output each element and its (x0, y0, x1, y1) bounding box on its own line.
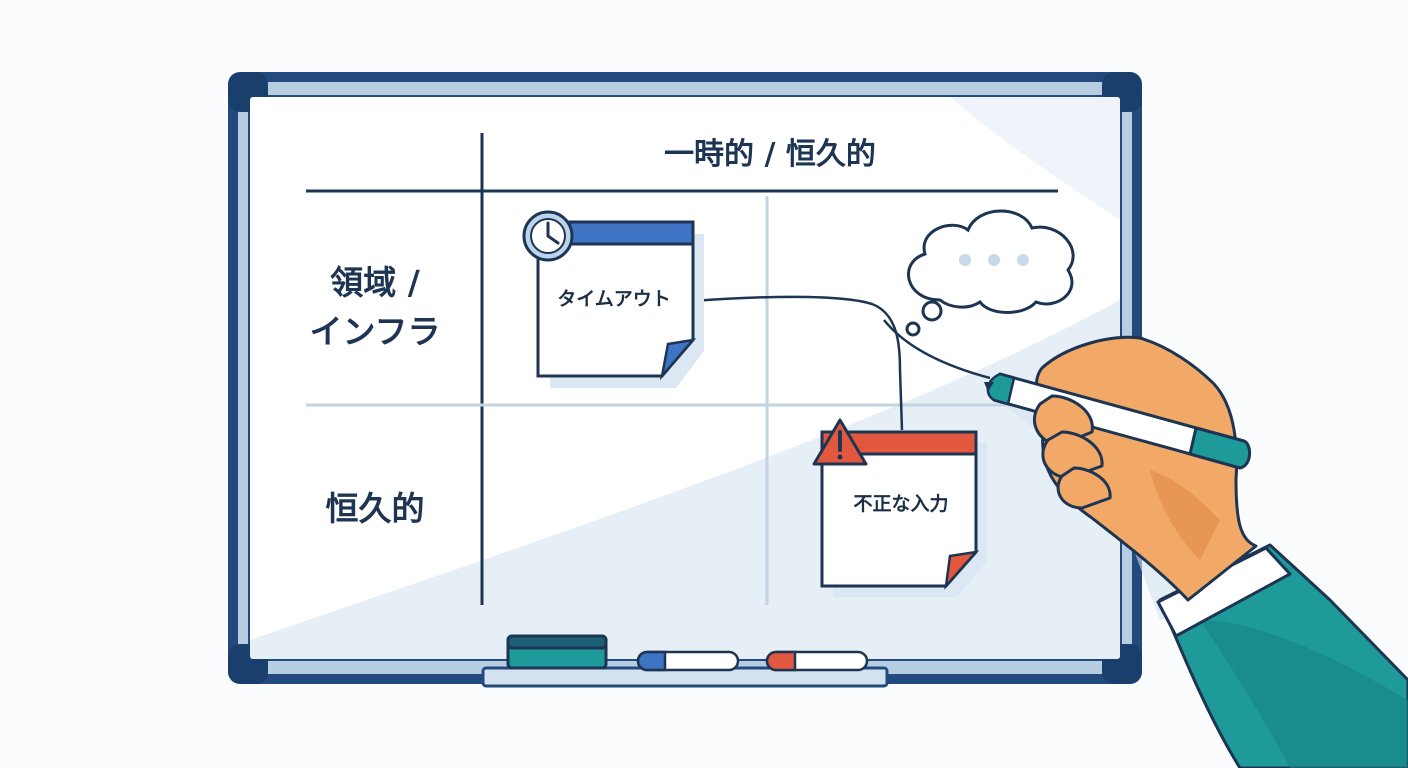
eraser-icon (506, 634, 608, 670)
pen-stroke (883, 319, 991, 380)
sticky-note-timeout (536, 220, 704, 388)
row-label-permanent: 恒久的 (325, 489, 425, 528)
connector-line (692, 295, 904, 431)
row-label-domain-infra-line2: インフラ (309, 312, 441, 351)
red-marker-icon (765, 650, 869, 672)
sticky-note-invalid-input (820, 430, 987, 597)
matrix-grid (306, 133, 1058, 605)
thought-bubble-icon (905, 209, 1075, 337)
column-header: 一時的 / 恒久的 (664, 137, 876, 172)
row-label-domain-infra-line1: 領域 / (330, 263, 420, 302)
clock-icon (522, 210, 574, 262)
sticky-note-timeout-label: タイムアウト (557, 288, 671, 310)
sticky-note-invalid-input-label: 不正な入力 (853, 493, 949, 515)
blue-marker-icon (636, 650, 740, 672)
warning-icon (812, 418, 868, 466)
hand-holding-marker-icon (984, 335, 1408, 768)
